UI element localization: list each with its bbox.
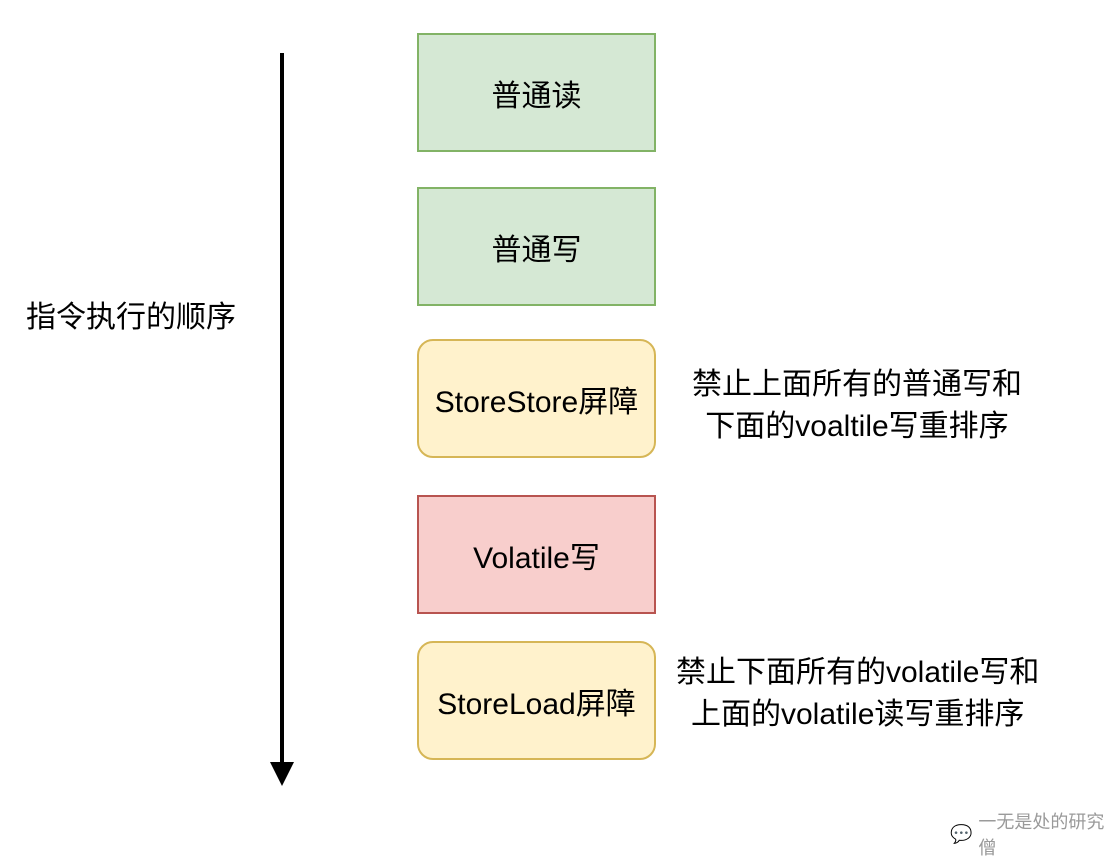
note-line-2: 上面的volatile读写重排序 <box>691 698 1025 731</box>
box-normal-read: 普通读 <box>417 33 656 152</box>
watermark-text: 一无是处的研究僧 <box>978 812 1105 858</box>
axis-label: 指令执行的顺序 <box>26 301 236 334</box>
arrow-line <box>280 53 284 768</box>
box-volatile-write: Volatile写 <box>417 495 656 614</box>
arrow-down-icon <box>270 762 294 786</box>
box-normal-write: 普通写 <box>417 187 656 306</box>
note-line-2: 下面的voaltile写重排序 <box>705 410 1009 443</box>
note-line-1: 禁止上面所有的普通写和 <box>692 368 1022 401</box>
box-storestore-barrier: StoreStore屏障 <box>417 339 656 458</box>
note-storestore: 禁止上面所有的普通写和 下面的voaltile写重排序 <box>692 364 1022 448</box>
note-line-1: 禁止下面所有的volatile写和 <box>676 656 1040 689</box>
note-storeload: 禁止下面所有的volatile写和 上面的volatile读写重排序 <box>676 652 1039 736</box>
box-storeload-barrier: StoreLoad屏障 <box>417 641 656 760</box>
wechat-icon: 💬 <box>950 823 973 844</box>
watermark: 💬 一无是处的研究僧 <box>950 808 1120 860</box>
